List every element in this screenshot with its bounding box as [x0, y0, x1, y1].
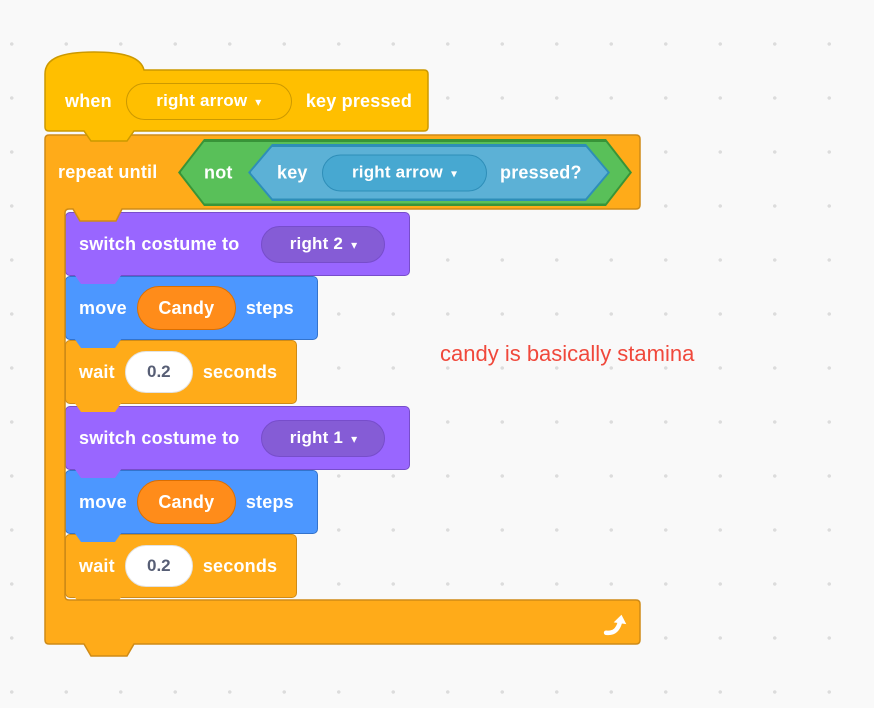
wait-label: wait: [79, 555, 115, 576]
candy-variable-label: Candy: [158, 491, 215, 512]
loop-arrow-icon: [603, 614, 627, 636]
key-pressed-sensing-block[interactable]: key right arrow ▾ pressed?: [248, 144, 610, 201]
repeat-until-block-shape[interactable]: [44, 134, 641, 657]
not-label: not: [204, 162, 233, 182]
wait-value-input-1[interactable]: 0.2: [124, 351, 193, 393]
wait-block-2[interactable]: wait 0.2 seconds: [65, 534, 297, 598]
wait-label: wait: [79, 361, 115, 382]
chevron-down-icon: ▾: [351, 238, 358, 252]
wait-value-input-2[interactable]: 0.2: [124, 545, 193, 587]
key-label: key: [277, 162, 308, 182]
costume-dropdown-value: right 1: [289, 428, 344, 447]
move-label: move: [79, 297, 127, 318]
wait-block-1[interactable]: wait 0.2 seconds: [65, 340, 297, 404]
repeat-until-label-row: repeat until: [58, 135, 157, 209]
key-dropdown-value: right arrow: [351, 162, 443, 182]
candy-variable-label: Candy: [158, 297, 215, 318]
repeat-until-label: repeat until: [58, 161, 158, 182]
repeat-until-block[interactable]: [42, 132, 644, 662]
hat-key-dropdown[interactable]: right arrow ▾: [125, 82, 292, 120]
switch-costume-block-2[interactable]: switch costume to right 1 ▾: [65, 406, 410, 470]
seconds-label: seconds: [202, 361, 278, 382]
key-pressed-suffix-label: key pressed: [305, 90, 413, 111]
pressed-label: pressed?: [500, 162, 582, 182]
wait-value: 0.2: [146, 556, 171, 575]
comment-annotation: candy is basically stamina: [440, 341, 695, 366]
when-key-pressed-content: when right arrow ▾ key pressed: [45, 70, 428, 132]
switch-costume-block-1[interactable]: switch costume to right 2 ▾: [65, 212, 410, 276]
steps-label: steps: [245, 297, 294, 318]
chevron-down-icon: ▾: [450, 166, 458, 181]
wait-value: 0.2: [146, 362, 171, 381]
seconds-label: seconds: [202, 555, 278, 576]
when-label: when: [65, 90, 112, 111]
steps-label: steps: [245, 491, 294, 512]
hat-key-dropdown-value: right arrow: [156, 91, 248, 110]
switch-costume-label: switch costume to: [79, 233, 240, 254]
move-steps-block-2[interactable]: move Candy steps: [65, 470, 318, 534]
key-dropdown[interactable]: right arrow ▾: [322, 154, 487, 191]
move-label: move: [79, 491, 127, 512]
costume-dropdown-value: right 2: [289, 234, 344, 253]
costume-dropdown-1[interactable]: right 2 ▾: [261, 225, 386, 263]
costume-dropdown-2[interactable]: right 1 ▾: [261, 419, 386, 457]
candy-variable-1[interactable]: Candy: [136, 286, 236, 330]
not-operator-block[interactable]: not key right arrow ▾ pressed?: [178, 139, 632, 206]
chevron-down-icon: ▾: [255, 95, 262, 109]
candy-variable-2[interactable]: Candy: [136, 480, 236, 524]
move-steps-block-1[interactable]: move Candy steps: [65, 276, 318, 340]
switch-costume-label: switch costume to: [79, 427, 240, 448]
chevron-down-icon: ▾: [351, 432, 358, 446]
